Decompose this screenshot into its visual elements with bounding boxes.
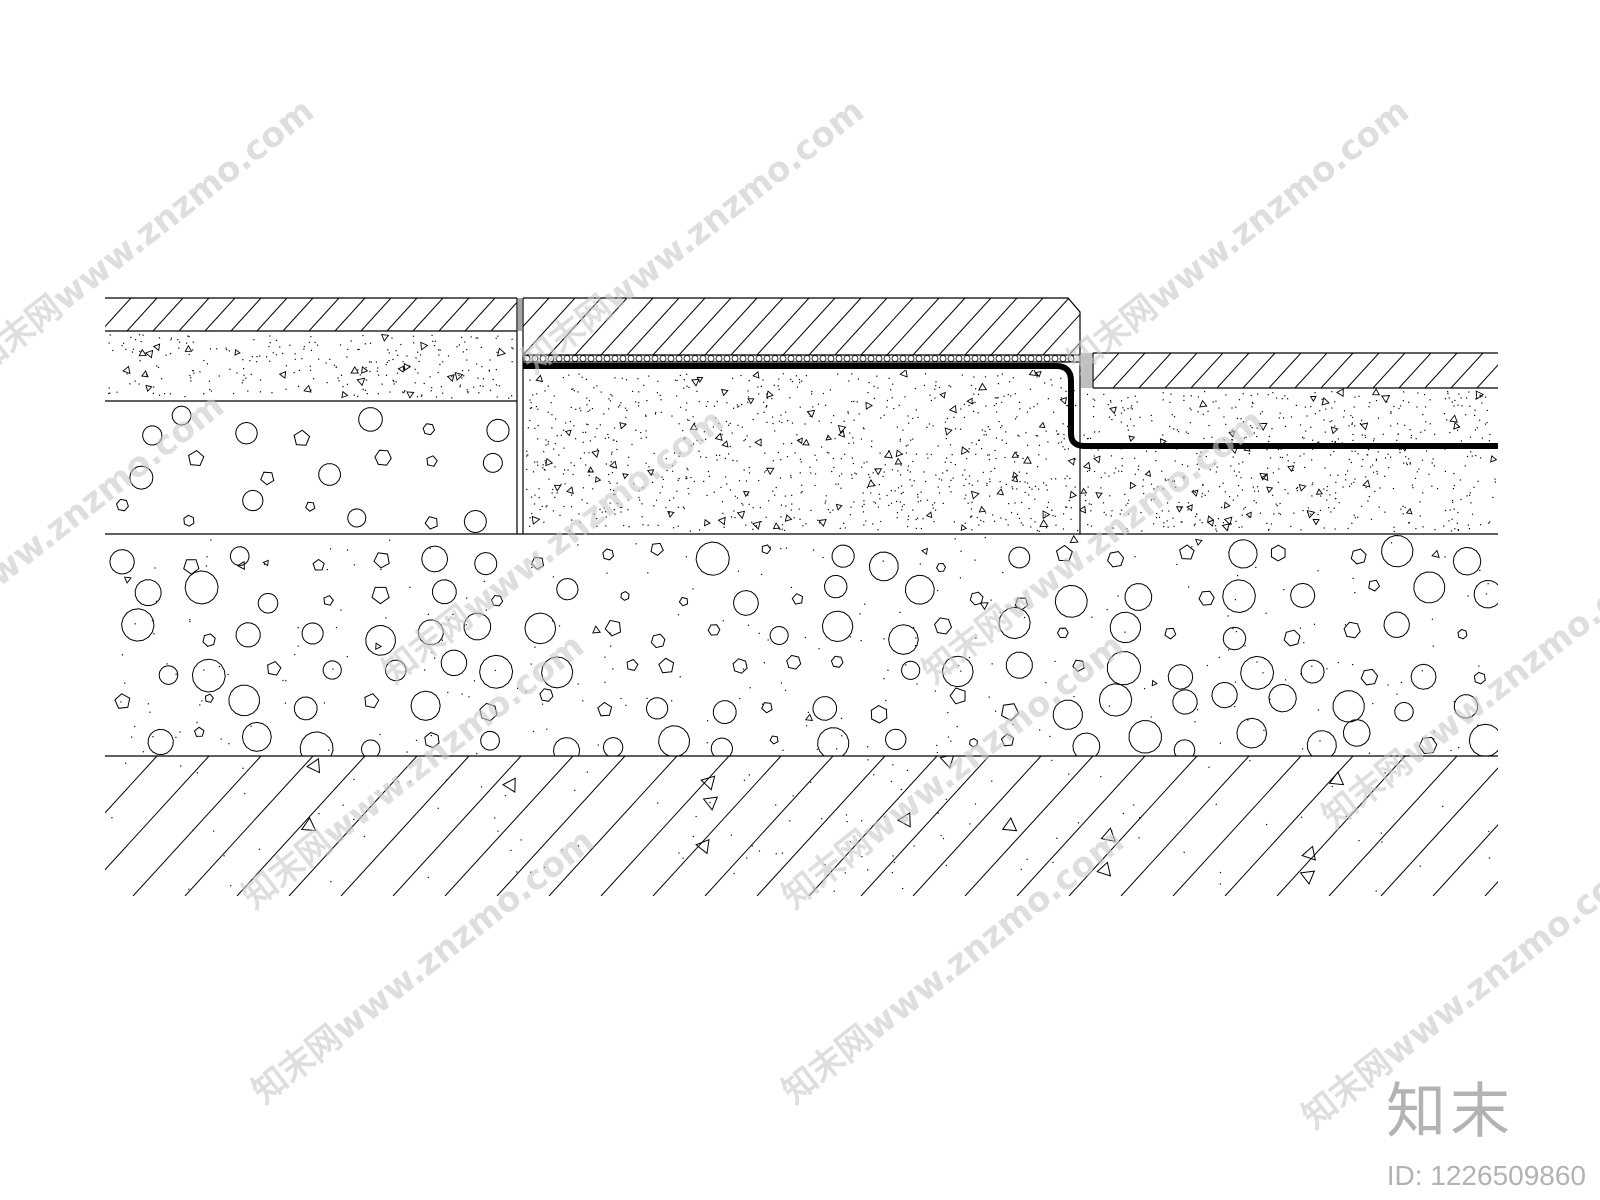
- watermark-text: 知末网www.znzmo.com: [0, 91, 322, 382]
- mortar-bed-right: [1080, 388, 1498, 533]
- watermark-text: 知末网www.znzmo.com: [1315, 546, 1600, 837]
- joint-fill: [518, 298, 1092, 388]
- finish-stone-right: [1093, 353, 1498, 388]
- image-id-label: ID: 1226509860: [1386, 1160, 1586, 1191]
- layer-outlines: [105, 297, 1498, 757]
- waterproof-membrane: [523, 363, 1498, 449]
- gravel-subbase: [109, 534, 1498, 756]
- watermark-text: 知末网www.znzmo.com: [1060, 91, 1417, 382]
- brand-logo: 知末: [1386, 1077, 1514, 1147]
- concrete-base-left: [115, 405, 510, 534]
- soil-aggregate: [111, 756, 1491, 892]
- watermark-text: 知末网www.znzmo.com: [515, 91, 872, 382]
- bedding-layer: [523, 355, 1075, 362]
- mortar-bed-raised: [526, 370, 1079, 532]
- finish-stone-left: [105, 298, 517, 331]
- finish-stone-raised: [523, 298, 1080, 355]
- compacted-soil: [105, 756, 1498, 896]
- watermark-text: 知末网www.znzmo.com: [0, 386, 232, 677]
- mortar-bed-left: [108, 333, 514, 399]
